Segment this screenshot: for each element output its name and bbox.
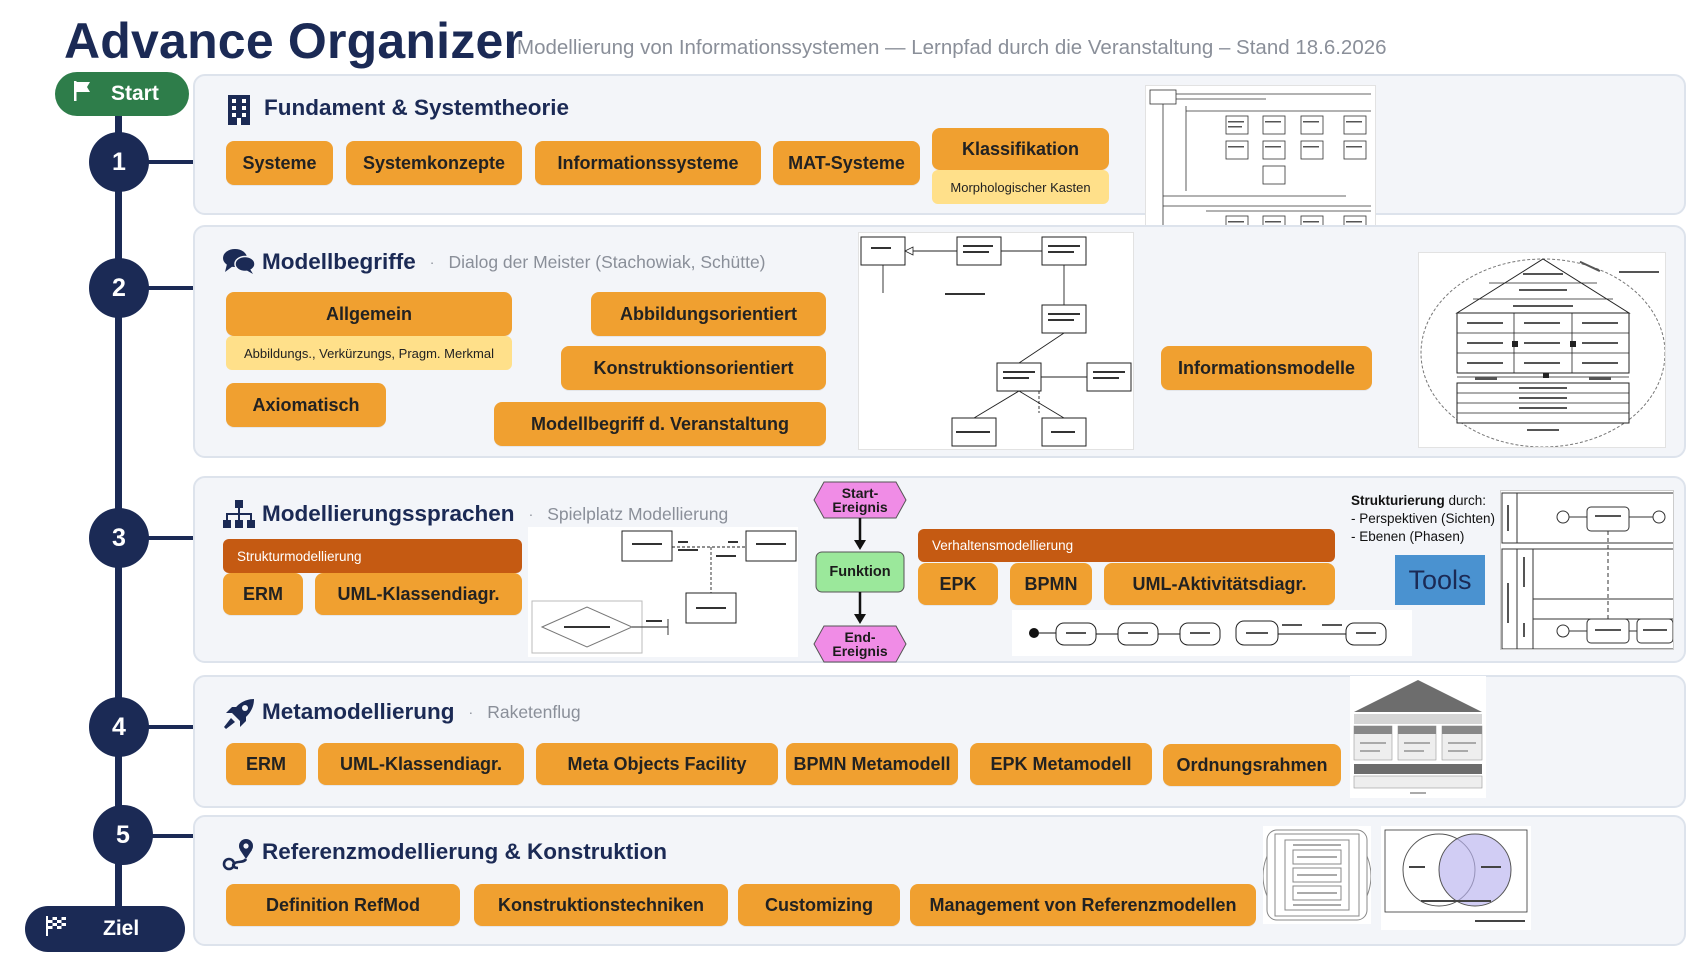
note-merkmale: Abbildungs., Verkürzungs, Pragm. Merkmal <box>226 336 512 370</box>
topic-behav-uml-aktivitaetsdiagramm[interactable]: UML-Aktivitätsdiagr. <box>1104 563 1335 605</box>
epc-function: Funktion <box>829 563 891 580</box>
section-2-header: Modellbegriffe · Dialog der Meister (Sta… <box>222 247 766 277</box>
structuring-line-1: - Perspektiven (Sichten) <box>1351 511 1496 526</box>
topic-konstruktionstechniken[interactable]: Konstruktionstechniken <box>474 884 728 926</box>
finish-label: Ziel <box>103 917 140 940</box>
reference-model-structure-diagram <box>1263 826 1371 924</box>
topic-struct-erm[interactable]: ERM <box>223 573 303 615</box>
erm-example-diagram <box>528 527 798 657</box>
structuring-lead: Strukturierung <box>1351 493 1445 508</box>
topic-systeme[interactable]: Systeme <box>226 141 333 185</box>
model-concept-class-diagram <box>858 232 1134 450</box>
section-3-title: Modellierungssprachen <box>262 501 515 526</box>
station-4-connector <box>145 725 195 729</box>
page-subtitle: Modellierung von Informationssystemen — … <box>517 36 1387 59</box>
rocket-icon <box>222 697 254 729</box>
tools-box[interactable]: Tools <box>1395 555 1485 605</box>
note-morphologischer-kasten: Morphologischer Kasten <box>932 170 1109 204</box>
section-1-title: Fundament & Systemtheorie <box>264 95 570 120</box>
topic-informationssysteme[interactable]: Informationssysteme <box>535 141 761 185</box>
station-5: 5 <box>93 805 153 865</box>
topic-konstruktionsorientiert[interactable]: Konstruktionsorientiert <box>561 346 826 390</box>
venn-diagram <box>1381 826 1531 930</box>
section-5-title: Referenzmodellierung & Konstruktion <box>262 839 668 864</box>
station-2-connector <box>145 286 195 290</box>
structuring-lead-rest: durch: <box>1444 493 1487 508</box>
bar-strukturmodellierung: Strukturmodellierung <box>223 539 522 573</box>
route-icon <box>222 837 253 871</box>
aris-house-diagram <box>1418 252 1666 448</box>
finish-flag-icon <box>45 915 69 943</box>
section-3-header: Modellierungssprachen · Spielplatz Model… <box>222 499 728 529</box>
finish-marker: Ziel <box>25 906 185 952</box>
topic-customizing[interactable]: Customizing <box>738 884 900 926</box>
topic-klassifikation[interactable]: Klassifikation <box>932 128 1109 170</box>
topic-systemkonzepte[interactable]: Systemkonzepte <box>346 141 522 185</box>
flag-icon <box>73 80 93 108</box>
topic-meta-object-facility[interactable]: Meta Objects Facility <box>536 743 778 785</box>
start-marker: Start <box>55 72 189 116</box>
bar-verhaltensmodellierung: Verhaltensmodellierung <box>918 529 1335 562</box>
topic-behav-epk[interactable]: EPK <box>918 563 998 605</box>
start-label: Start <box>111 82 159 105</box>
section-4-subtitle: Raketenflug <box>487 701 581 722</box>
structuring-note: Strukturierung durch: - Perspektiven (Si… <box>1351 492 1495 546</box>
station-3-connector <box>145 536 195 540</box>
topic-informationsmodelle[interactable]: Informationsmodelle <box>1161 346 1372 390</box>
bpmn-swimlane-diagram <box>1500 490 1674 650</box>
topic-meta-uml-klassendiagramm[interactable]: UML-Klassendiagr. <box>318 743 524 785</box>
section-2-subtitle: Dialog der Meister (Stachowiak, Schütte) <box>448 251 766 272</box>
topic-definition-refmod[interactable]: Definition RefMod <box>226 884 460 926</box>
section-3-subtitle: Spielplatz Modellierung <box>547 503 729 524</box>
epc-end-event: End- Ereignis <box>832 629 888 659</box>
topic-abbildungsorientiert[interactable]: Abbildungsorientiert <box>591 292 826 336</box>
epc-shapes <box>813 481 907 663</box>
hierarchy-icon <box>222 499 255 529</box>
station-2: 2 <box>89 258 149 318</box>
section-4-title: Metamodellierung <box>262 699 455 724</box>
station-1-connector <box>145 160 195 164</box>
ordnungsrahmen-diagram <box>1350 676 1486 798</box>
station-4: 4 <box>89 697 149 757</box>
section-1-header: Fundament & Systemtheorie <box>224 93 570 125</box>
station-5-connector <box>149 834 195 838</box>
building-icon <box>224 93 254 125</box>
topic-ordnungsrahmen[interactable]: Ordnungsrahmen <box>1163 744 1341 786</box>
topic-mat-systeme[interactable]: MAT-Systeme <box>773 141 920 185</box>
section-5-header: Referenzmodellierung & Konstruktion <box>222 837 668 871</box>
chat-bubbles-icon <box>222 247 256 277</box>
topic-allgemein[interactable]: Allgemein <box>226 292 512 336</box>
epc-start-event: Start- Ereignis <box>832 485 888 515</box>
topic-modellbegriff-veranstaltung[interactable]: Modellbegriff d. Veranstaltung <box>494 402 826 446</box>
topic-management-referenzmodelle[interactable]: Management von Referenzmodellen <box>910 884 1256 926</box>
topic-meta-erm[interactable]: ERM <box>226 743 306 785</box>
section-2-title: Modellbegriffe <box>262 249 416 274</box>
station-3: 3 <box>89 508 149 568</box>
section-4-header: Metamodellierung · Raketenflug <box>222 697 581 729</box>
structuring-line-2: - Ebenen (Phasen) <box>1351 529 1465 544</box>
station-1: 1 <box>89 132 149 192</box>
topic-epk-metamodell[interactable]: EPK Metamodell <box>970 743 1152 785</box>
topic-bpmn-metamodell[interactable]: BPMN Metamodell <box>786 743 958 785</box>
page-title: Advance Organizer <box>64 13 524 69</box>
activity-flow-diagram <box>1012 610 1412 656</box>
topic-axiomatisch[interactable]: Axiomatisch <box>226 383 386 427</box>
topic-struct-uml-klassendiagramm[interactable]: UML-Klassendiagr. <box>315 573 522 615</box>
topic-behav-bpmn[interactable]: BPMN <box>1010 563 1092 605</box>
